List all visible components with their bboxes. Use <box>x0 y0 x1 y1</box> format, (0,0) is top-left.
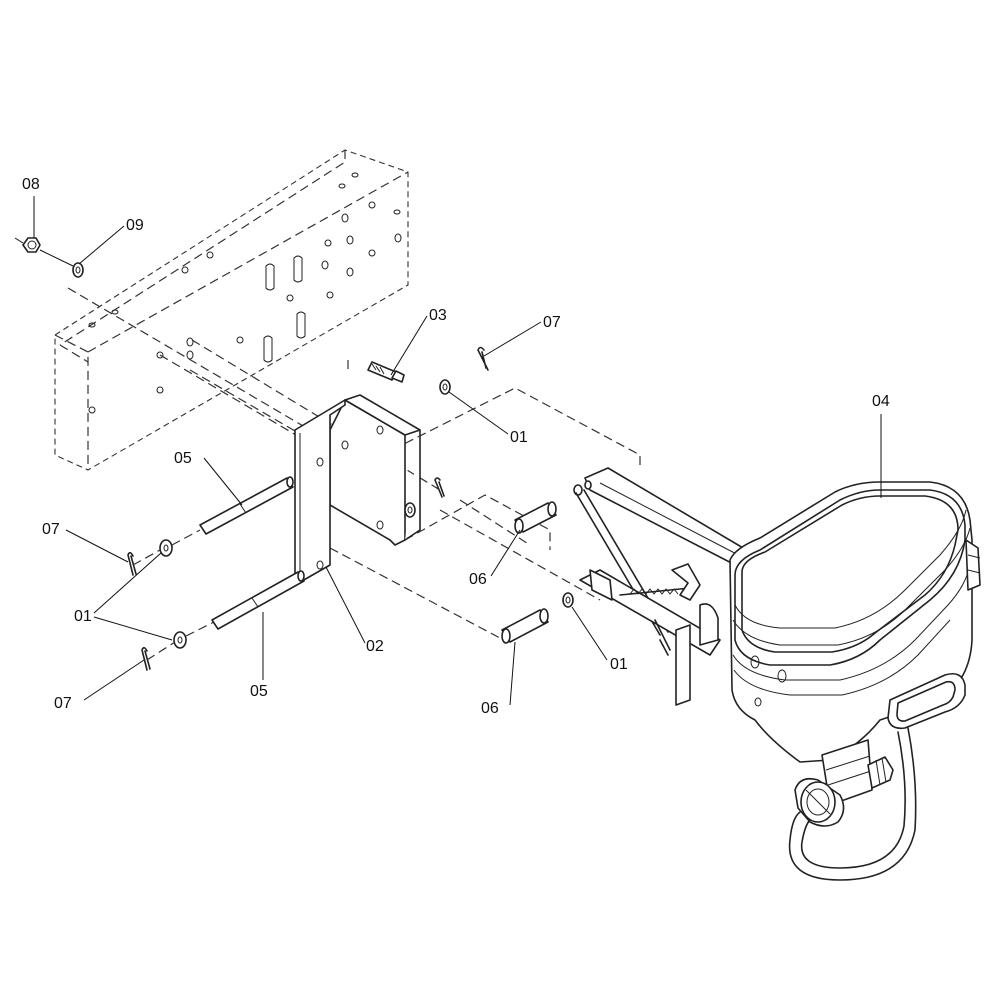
tank-04 <box>729 481 981 763</box>
callout-07-left-lower: 07 <box>54 695 72 712</box>
washer-01-upper <box>439 379 451 395</box>
frame-holes <box>88 172 402 414</box>
callout-01-left: 01 <box>74 608 92 625</box>
callout-09: 09 <box>126 217 144 234</box>
washer-09 <box>72 262 84 278</box>
leader-lines <box>33 196 882 706</box>
washer-01-left-upper <box>159 539 173 557</box>
nut-08 <box>22 237 41 253</box>
callout-01-upper: 01 <box>510 429 528 446</box>
cotter-pin-07-upper <box>477 346 489 371</box>
washer-01-right <box>562 592 574 608</box>
bracket-02 <box>294 394 421 586</box>
callout-06-lower: 06 <box>481 700 499 717</box>
rod-05-lower <box>211 570 305 630</box>
callout-07-upper: 07 <box>543 314 561 331</box>
rod-05-upper <box>199 476 294 535</box>
callout-labels: 08 09 03 07 04 01 05 07 06 01 02 01 05 0… <box>22 176 890 717</box>
frame-channel <box>54 149 409 471</box>
callout-07-left-upper: 07 <box>42 521 60 538</box>
bolt-03 <box>367 361 405 383</box>
callout-03: 03 <box>429 307 447 324</box>
callout-06-upper: 06 <box>469 571 487 588</box>
washer-01-mid <box>404 502 416 518</box>
callout-04: 04 <box>872 393 890 410</box>
callout-08: 08 <box>22 176 40 193</box>
cotter-pin-07-mid <box>434 477 445 498</box>
hose <box>788 727 917 881</box>
spacer-06-lower <box>501 608 549 644</box>
washer-01-left-lower <box>173 631 187 649</box>
callout-01-right: 01 <box>610 656 628 673</box>
callout-05-lower: 05 <box>250 683 268 700</box>
linkage-assembly <box>573 467 756 706</box>
callout-05-upper: 05 <box>174 450 192 467</box>
callout-02: 02 <box>366 638 384 655</box>
spacer-06-upper <box>514 501 557 534</box>
valve-fitting <box>794 739 894 827</box>
